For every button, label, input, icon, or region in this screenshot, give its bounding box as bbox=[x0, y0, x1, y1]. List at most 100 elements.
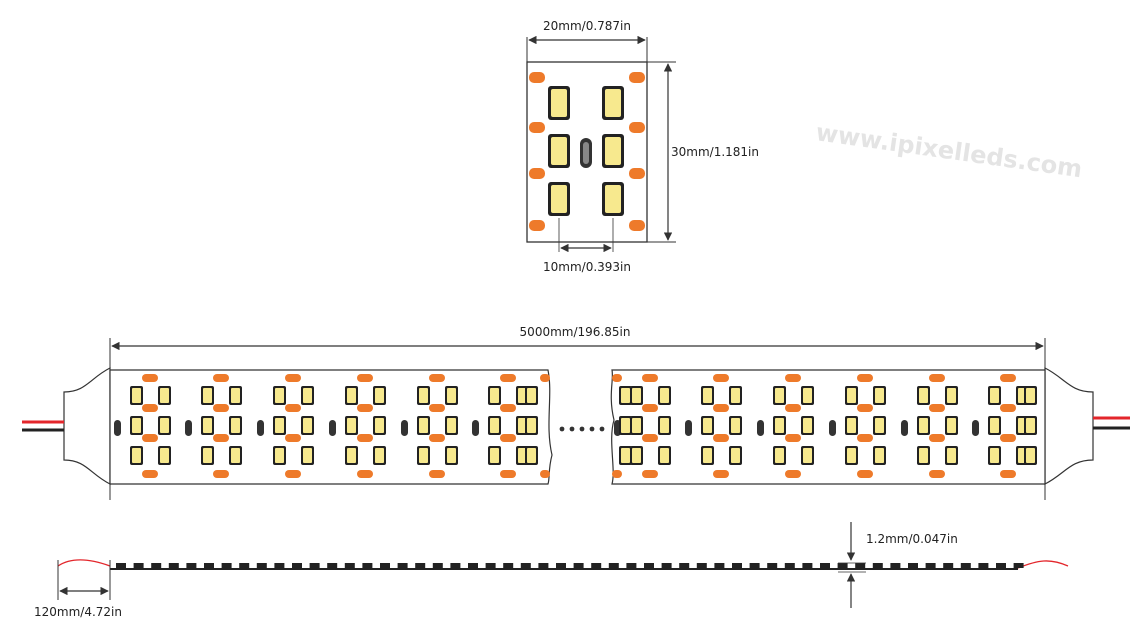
side-led-bump bbox=[749, 563, 760, 568]
strip-pad bbox=[713, 404, 729, 412]
strip-pad bbox=[1000, 404, 1016, 412]
left-end-cap bbox=[63, 367, 111, 485]
strip-led-lens bbox=[731, 448, 740, 463]
strip-pad bbox=[642, 374, 658, 382]
segment-leds bbox=[548, 86, 624, 216]
strip-led-lens bbox=[1026, 388, 1035, 403]
side-led-bump bbox=[626, 563, 637, 568]
segment-detail-view: 20mm/0.787in 30mm/1.181in bbox=[526, 19, 759, 274]
strip-led-lens bbox=[203, 388, 212, 403]
strip-pad bbox=[713, 434, 729, 442]
strip-led-lens bbox=[160, 448, 169, 463]
strip-pad bbox=[213, 470, 229, 478]
strip-led-lens bbox=[275, 418, 284, 433]
side-led-bump bbox=[204, 563, 214, 568]
side-led-bump bbox=[784, 563, 795, 568]
strip-led-lens bbox=[621, 448, 630, 463]
strip-led-lens bbox=[490, 418, 499, 433]
strip-led-lens bbox=[132, 448, 141, 463]
strip-led-lens bbox=[203, 418, 212, 433]
strip-led-lens bbox=[990, 388, 999, 403]
side-led-bump bbox=[168, 563, 179, 568]
side-led-bump bbox=[573, 563, 584, 568]
side-led-bump bbox=[503, 563, 514, 568]
strip-pad bbox=[213, 434, 229, 442]
side-leds bbox=[116, 563, 1024, 568]
strip-led-lens bbox=[303, 418, 312, 433]
strip-led-lens bbox=[419, 388, 428, 403]
strip-led-lens bbox=[447, 388, 456, 403]
strip-pad bbox=[500, 470, 516, 478]
strip-led-lens bbox=[947, 388, 956, 403]
side-right-wire bbox=[1017, 560, 1069, 569]
side-led-bump bbox=[432, 563, 443, 568]
side-led-bump bbox=[925, 563, 936, 568]
strip-resistor bbox=[472, 420, 479, 436]
strip-pad bbox=[285, 404, 301, 412]
strip-led-lens bbox=[231, 448, 240, 463]
strip-pad bbox=[1000, 434, 1016, 442]
side-led-bump bbox=[221, 563, 232, 568]
strip-pad bbox=[500, 404, 516, 412]
side-led-bump bbox=[116, 563, 126, 568]
strip-pad bbox=[713, 470, 729, 478]
strip-pad bbox=[540, 374, 550, 382]
strip-led-lens bbox=[919, 418, 928, 433]
strip-led-lens bbox=[347, 388, 356, 403]
side-led-bump bbox=[908, 563, 918, 568]
strip-pad bbox=[713, 374, 729, 382]
strip-led-lens bbox=[703, 448, 712, 463]
side-led-bump bbox=[943, 563, 954, 568]
strip-pad bbox=[857, 404, 873, 412]
side-led-bump bbox=[327, 563, 338, 568]
side-led-bump bbox=[1013, 563, 1024, 568]
strip-led-lens bbox=[632, 388, 641, 403]
side-led-bump bbox=[890, 563, 901, 568]
side-led-bump bbox=[644, 563, 654, 568]
strip-pad bbox=[642, 470, 658, 478]
strip-led-lens bbox=[231, 388, 240, 403]
strip-pad bbox=[142, 434, 158, 442]
side-led-bump bbox=[661, 563, 672, 568]
strip-resistor bbox=[329, 420, 336, 436]
strip-resistor bbox=[972, 420, 979, 436]
watermark-text: www.ipixelleds.com bbox=[814, 118, 1084, 183]
strip-resistor bbox=[114, 420, 121, 436]
strip-led-lens bbox=[803, 418, 812, 433]
side-led-bump bbox=[415, 563, 426, 568]
strip-led-lens bbox=[490, 388, 499, 403]
side-led-bump bbox=[608, 563, 619, 568]
strip-pad bbox=[357, 434, 373, 442]
side-led-bump bbox=[151, 563, 162, 568]
strip-resistor bbox=[685, 420, 692, 436]
side-led-bump bbox=[872, 563, 883, 568]
strip-led-lens bbox=[275, 388, 284, 403]
strip-led-lens bbox=[275, 448, 284, 463]
side-led-bump bbox=[380, 563, 390, 568]
strip-led-lens bbox=[203, 448, 212, 463]
side-led-bump bbox=[186, 563, 197, 568]
side-led-bump bbox=[855, 563, 866, 568]
strip-pad bbox=[500, 374, 516, 382]
strip-pad bbox=[785, 434, 801, 442]
strip-led-lens bbox=[703, 388, 712, 403]
side-led-bump bbox=[978, 563, 989, 568]
side-led-bump bbox=[292, 563, 302, 568]
strip-led-lens bbox=[875, 418, 884, 433]
side-led-bump bbox=[556, 563, 566, 568]
strip-led-lens bbox=[132, 388, 141, 403]
strip-led-lens bbox=[919, 388, 928, 403]
strip-pad bbox=[357, 404, 373, 412]
strip-led-lens bbox=[703, 418, 712, 433]
strip-led-lens bbox=[847, 448, 856, 463]
strip-resistor bbox=[829, 420, 836, 436]
strip-led-lens bbox=[947, 448, 956, 463]
strip-led-lens bbox=[347, 448, 356, 463]
side-led-bump bbox=[591, 563, 602, 568]
side-led-bump bbox=[996, 563, 1006, 568]
strip-led-lens bbox=[660, 448, 669, 463]
strip-led-lens bbox=[527, 388, 536, 403]
strip-led-lens bbox=[518, 448, 527, 463]
side-led-bump bbox=[309, 563, 320, 568]
